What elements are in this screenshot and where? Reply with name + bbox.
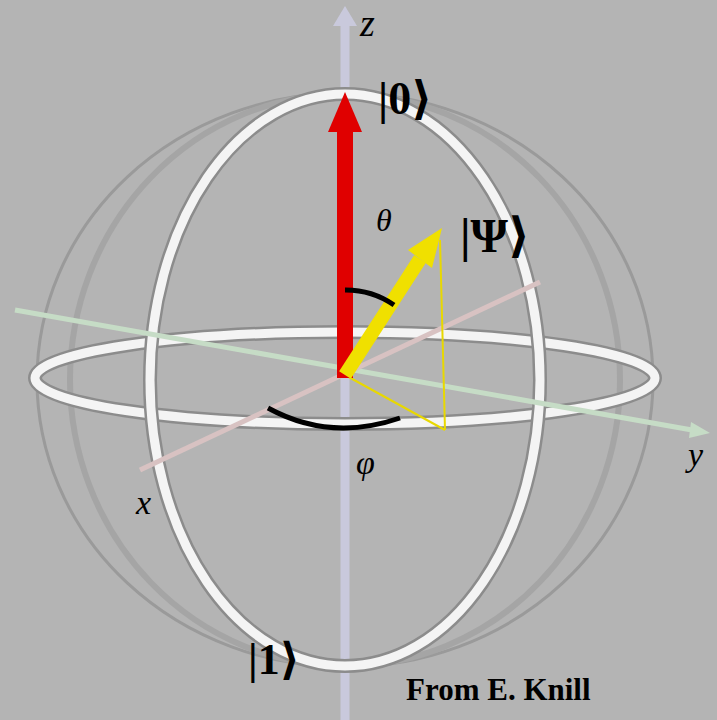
meridian-band bbox=[150, 94, 540, 666]
ket-label: |1⟩ bbox=[248, 638, 300, 682]
zero-vector bbox=[337, 128, 353, 378]
angle-label: φ bbox=[356, 446, 375, 480]
projection-line bbox=[440, 240, 445, 430]
axis-label: x bbox=[136, 486, 151, 520]
phi-arc bbox=[268, 408, 400, 428]
meridian-edge bbox=[150, 94, 540, 666]
psi-vector-head bbox=[408, 228, 442, 268]
theta-arc bbox=[345, 290, 394, 305]
credit-label: From E. Knill bbox=[406, 674, 591, 705]
zero-vector-head bbox=[328, 92, 362, 132]
axis-label: y bbox=[688, 438, 703, 472]
z-axis-head bbox=[333, 6, 357, 26]
y-axis-head bbox=[689, 422, 710, 438]
ket-label: |0⟩ bbox=[378, 76, 432, 122]
axis-label: z bbox=[360, 4, 375, 42]
angle-label: θ bbox=[376, 204, 392, 236]
psi-vector bbox=[345, 259, 420, 375]
ket-label: |Ψ⟩ bbox=[460, 212, 530, 260]
